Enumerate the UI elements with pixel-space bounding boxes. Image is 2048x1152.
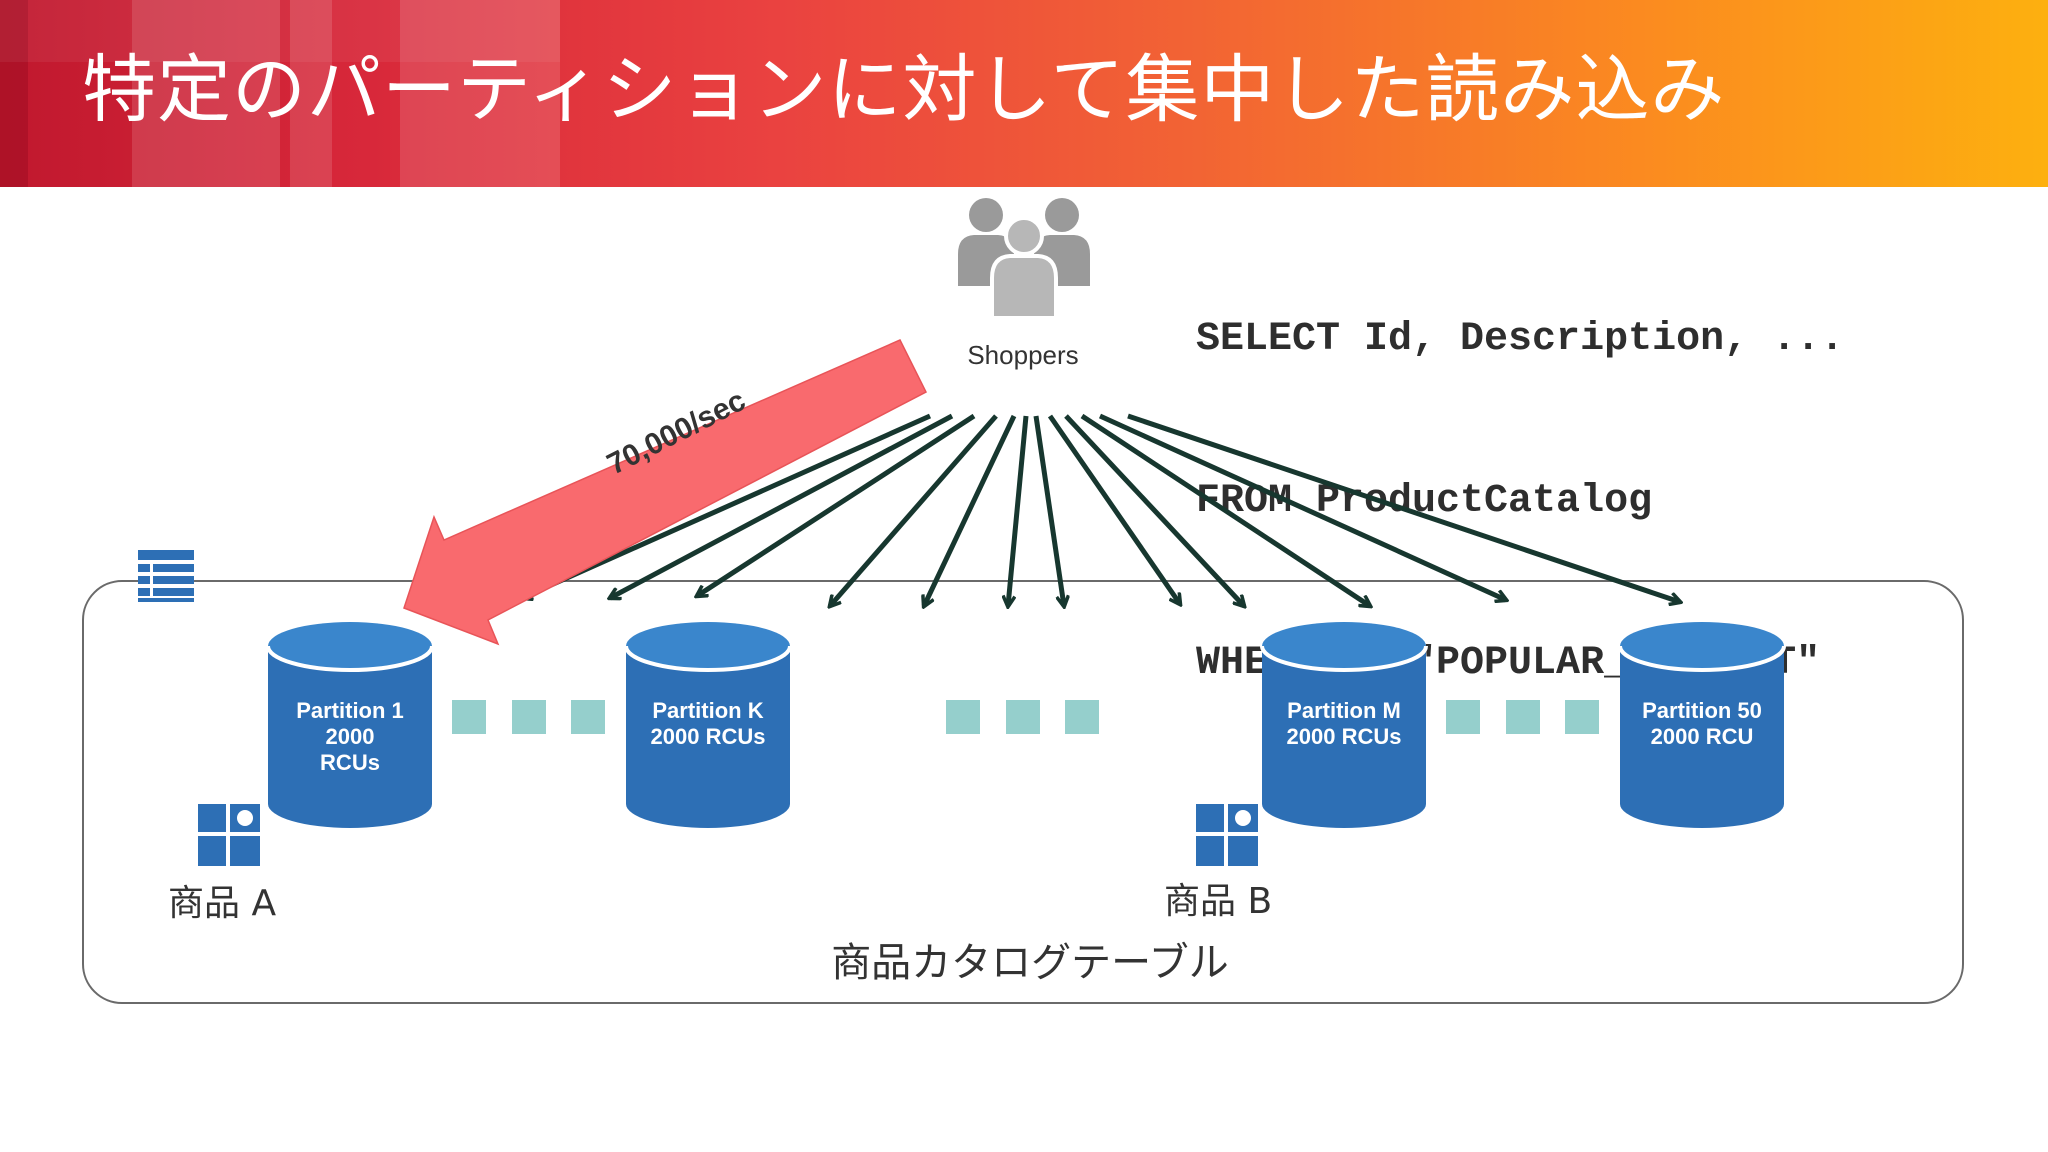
banner-decoration bbox=[400, 0, 560, 187]
arrow bbox=[1033, 415, 1064, 606]
item-grid-icon bbox=[198, 804, 260, 866]
shoppers-label: Shoppers bbox=[967, 340, 1079, 370]
item-grid-icon bbox=[1196, 804, 1258, 866]
database-cylinder-icon bbox=[1260, 622, 1428, 828]
arrow bbox=[1127, 413, 1680, 602]
ellipsis-dots bbox=[1446, 700, 1606, 734]
banner-decoration bbox=[0, 0, 560, 62]
sql-line: SELECT Id, Description, ... bbox=[1196, 317, 1845, 362]
partition-1: Partition 1 2000 RCUs bbox=[266, 620, 434, 832]
banner-decoration bbox=[0, 0, 28, 187]
arrow bbox=[1098, 413, 1506, 600]
banner-decoration bbox=[132, 0, 280, 187]
arrow bbox=[697, 413, 976, 596]
partition-name: Partition 50 bbox=[1642, 698, 1762, 723]
partition-50: Partition 50 2000 RCU bbox=[1618, 620, 1786, 832]
partition-label: Partition 50 2000 RCU bbox=[1618, 698, 1786, 750]
partition-name: Partition K bbox=[652, 698, 764, 723]
partition-m: Partition M 2000 RCUs bbox=[1260, 620, 1428, 832]
table-label: 商品カタログテーブル bbox=[831, 940, 1229, 986]
database-cylinder-icon bbox=[1618, 622, 1786, 828]
partition-capacity: 2000 RCUs bbox=[1286, 724, 1402, 749]
product-b-label: 商品 B bbox=[1164, 881, 1273, 922]
partition-name: Partition 1 bbox=[296, 698, 404, 723]
users-group-icon bbox=[958, 198, 1090, 320]
table-list-icon bbox=[138, 550, 194, 602]
partition-capacity: 2000 RCUs bbox=[650, 724, 766, 749]
arrow bbox=[1064, 414, 1244, 606]
partition-unit: RCUs bbox=[320, 750, 380, 775]
banner-decoration bbox=[290, 0, 332, 187]
partition-capacity: 2000 bbox=[325, 724, 375, 749]
partition-k: Partition K 2000 RCUs bbox=[624, 620, 792, 832]
arrow bbox=[830, 414, 998, 606]
hot-partition-arrow bbox=[403, 339, 928, 646]
slide-title: 特定のパーティションに対して集中した読み込み bbox=[82, 47, 1726, 133]
ellipsis-dots bbox=[452, 700, 612, 734]
partition-name: Partition M bbox=[1287, 698, 1401, 723]
ellipsis-dots bbox=[946, 700, 1106, 734]
product-a-label: 商品 A bbox=[168, 883, 277, 924]
database-cylinder-icon bbox=[624, 622, 792, 828]
arrow bbox=[610, 413, 954, 598]
partition-label: Partition K 2000 RCUs bbox=[624, 698, 792, 750]
arrow bbox=[1047, 414, 1180, 604]
arrow bbox=[924, 414, 1017, 606]
partition-capacity: 2000 RCU bbox=[1650, 724, 1754, 749]
partition-label: Partition 1 2000 RCUs bbox=[266, 698, 434, 776]
arrow bbox=[1080, 413, 1370, 606]
arrow bbox=[1008, 415, 1029, 606]
database-cylinder-icon bbox=[266, 622, 434, 828]
partition-label: Partition M 2000 RCUs bbox=[1260, 698, 1428, 750]
title-banner bbox=[0, 0, 2048, 187]
product-catalog-table bbox=[82, 580, 1964, 1004]
